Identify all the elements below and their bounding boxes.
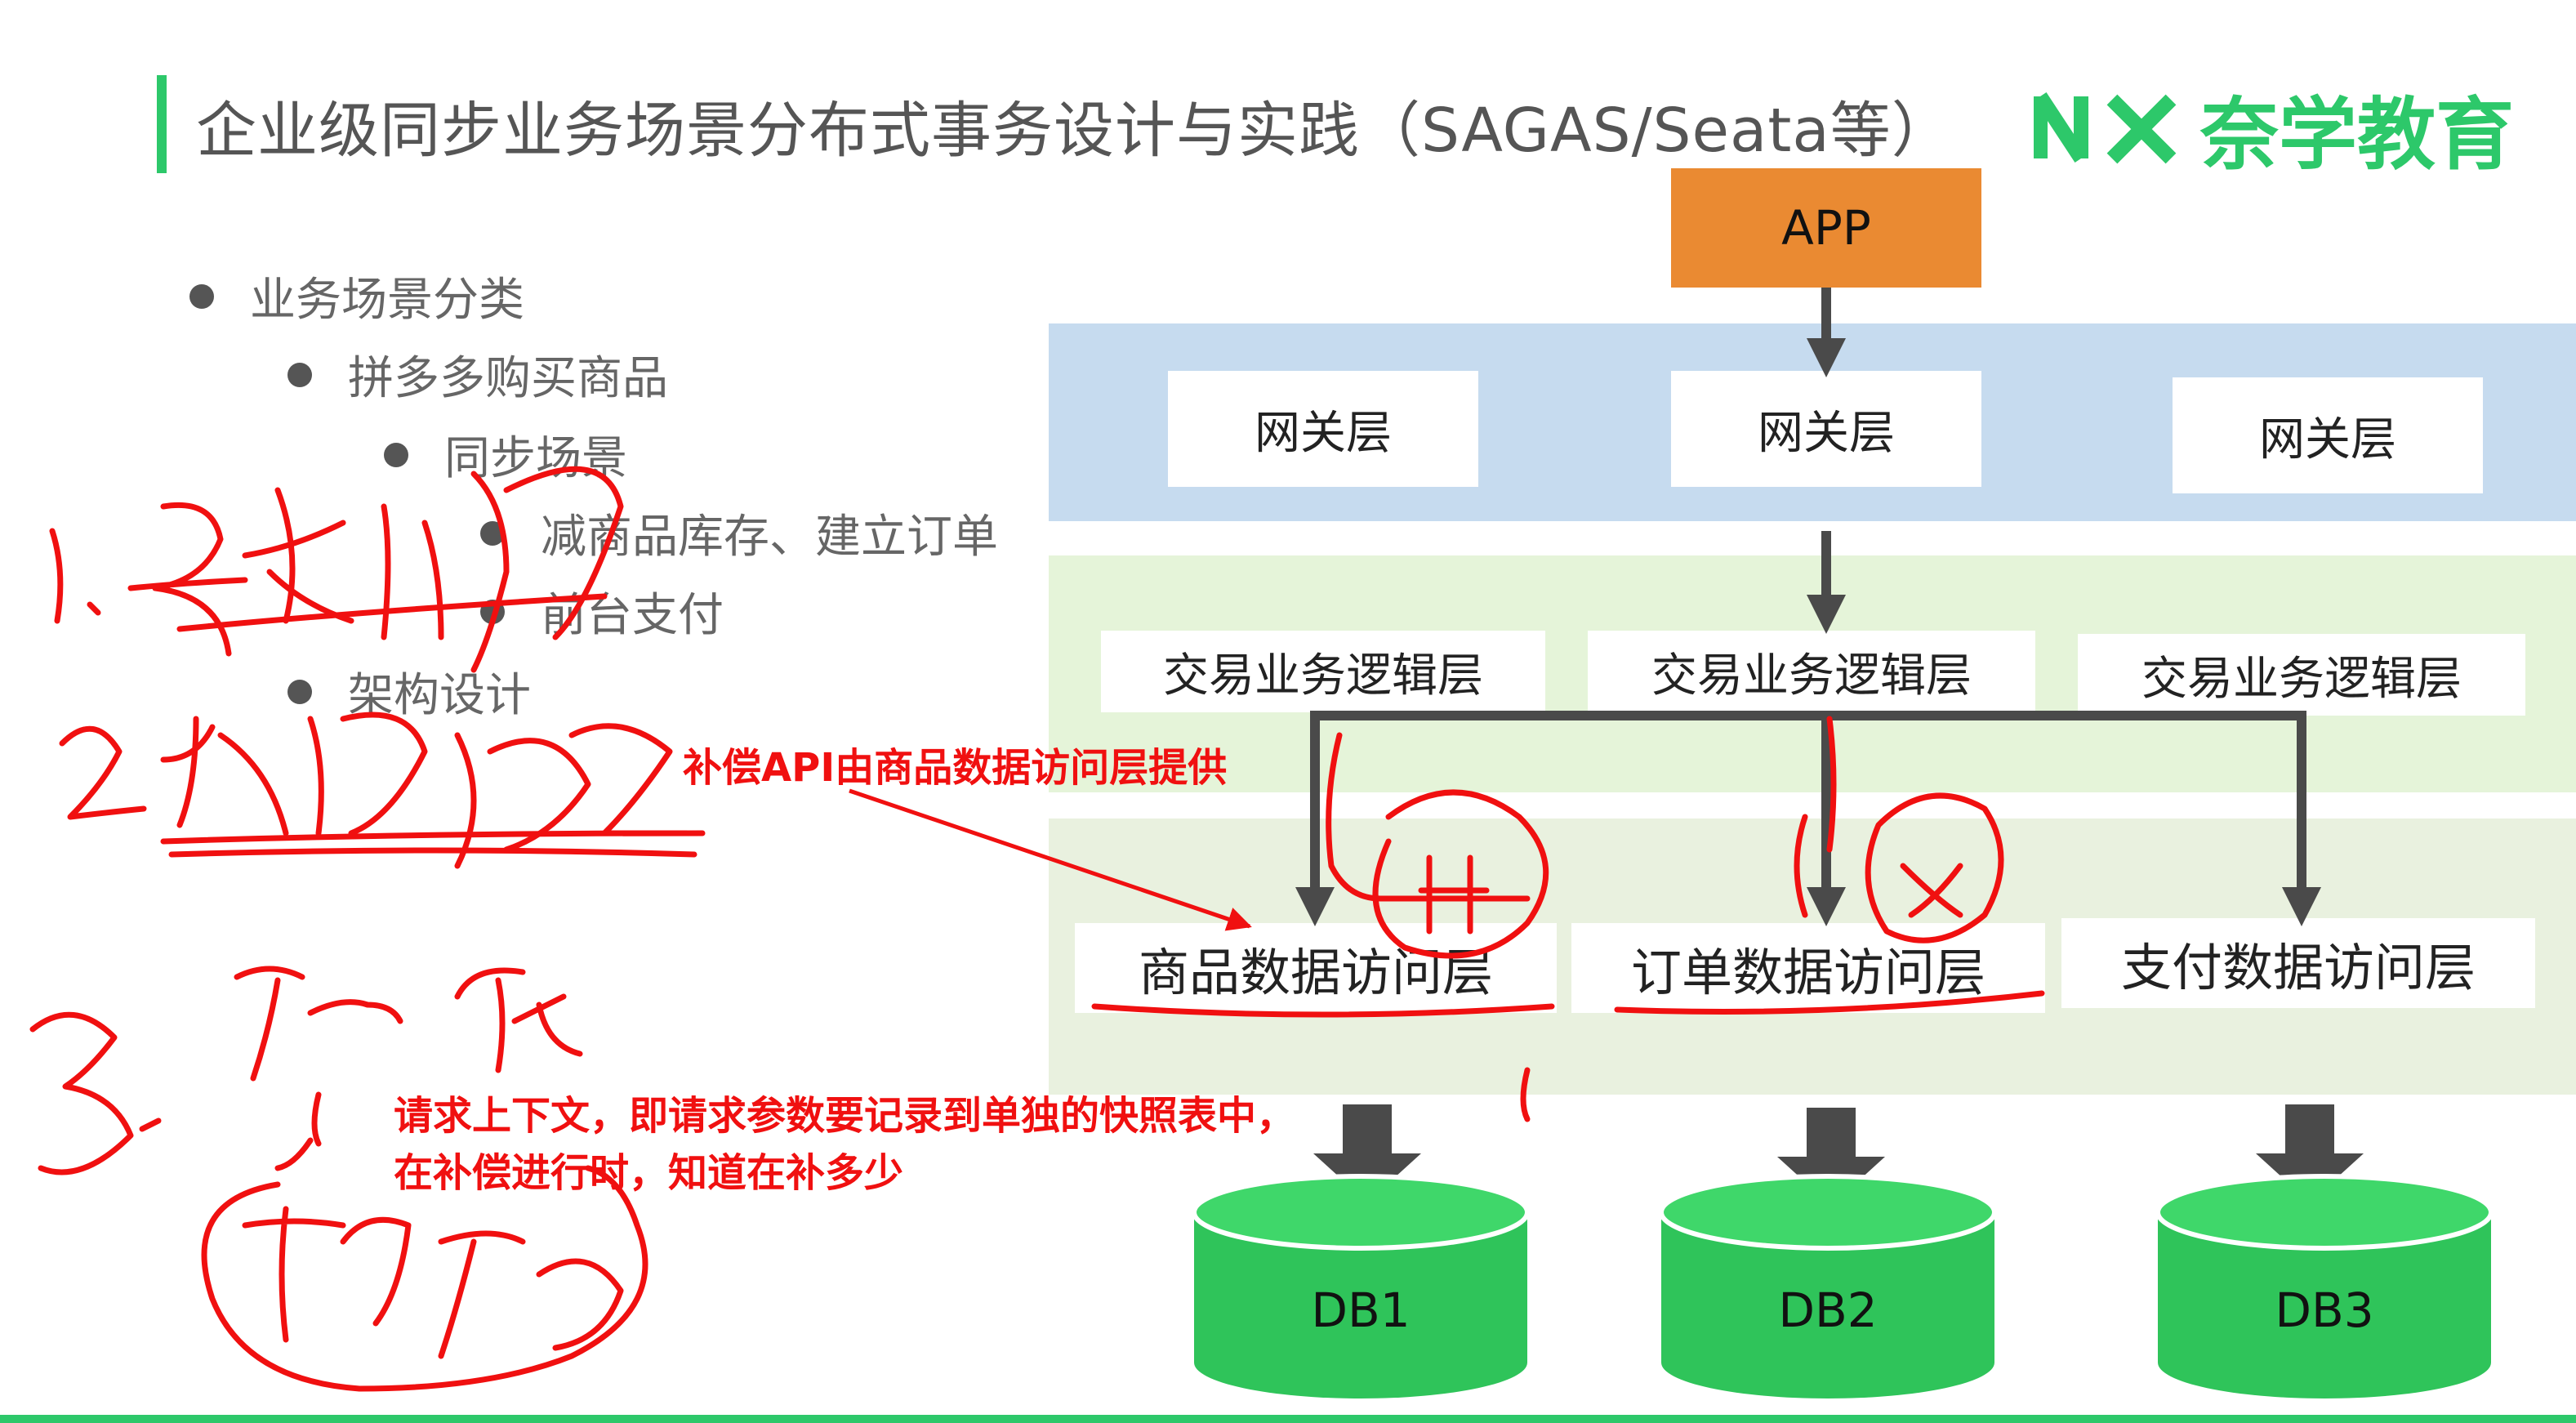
nx-logo-icon	[2034, 92, 2177, 164]
bullet-dot-icon	[287, 679, 312, 704]
gateway-box: 网关层	[1168, 371, 1478, 487]
outline-item: 拼多多购买商品	[287, 341, 668, 408]
footer-accent-line	[0, 1415, 2576, 1423]
data-access-box: 支付数据访问层	[2061, 918, 2535, 1008]
bullet-dot-icon	[384, 442, 408, 467]
outline-item: 业务场景分类	[189, 263, 524, 329]
annotation-context-line1: 请求上下文，即请求参数要记录到单独的快照表中，	[394, 1093, 1296, 1139]
logic-box: 交易业务逻辑层	[1101, 631, 1545, 712]
database-cylinder: DB1	[1192, 1174, 1530, 1398]
logic-box: 交易业务逻辑层	[1588, 631, 2035, 712]
annotation-arrow	[849, 788, 1252, 931]
brand-logo: 奈学教育	[2034, 78, 2514, 181]
title-accent-bar	[157, 75, 167, 173]
bullet-dot-icon	[287, 362, 312, 387]
annotation-compensation-api: 补偿API由商品数据访问层提供	[683, 745, 1228, 791]
database-cylinder: DB2	[1659, 1174, 1997, 1398]
db-label: DB2	[1778, 1282, 1877, 1338]
db-label: DB1	[1311, 1282, 1410, 1338]
bullet-dot-icon	[189, 283, 214, 309]
outline-item-label: 拼多多购买商品	[348, 352, 668, 405]
flow-arrows	[1295, 288, 2321, 926]
gateway-box: 网关层	[1671, 371, 1981, 487]
db-label: DB3	[2275, 1282, 2373, 1338]
app-box: APP	[1671, 168, 1981, 288]
logic-box: 交易业务逻辑层	[2078, 634, 2525, 716]
slide-title: 企业级同步业务场景分布式事务设计与实践（SAGAS/Seata等）	[196, 96, 1953, 166]
logic-fanout-line	[1310, 711, 2306, 913]
database-cylinder: DB3	[2155, 1174, 2494, 1398]
outline-item-label: 业务场景分类	[250, 274, 524, 327]
data-access-box: 商品数据访问层	[1075, 923, 1557, 1013]
gateway-box: 网关层	[2173, 377, 2483, 493]
brand-name: 奈学教育	[2200, 88, 2514, 181]
annotation-context-line2: 在补偿进行时，知道在补多少	[394, 1150, 904, 1196]
data-access-box: 订单数据访问层	[1571, 923, 2045, 1013]
handwriting-ink	[29, 466, 2045, 1392]
